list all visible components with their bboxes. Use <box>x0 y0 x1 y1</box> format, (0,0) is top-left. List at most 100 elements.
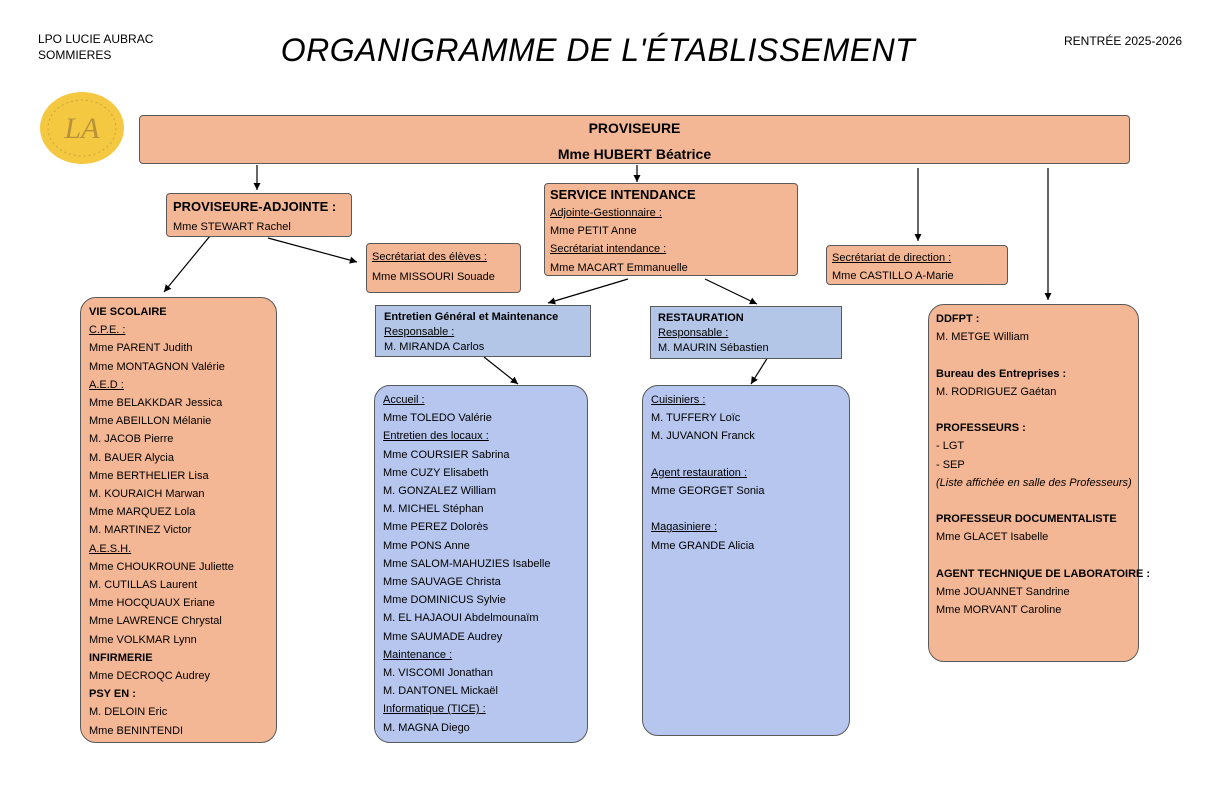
list-item: M. JUVANON Franck <box>651 430 755 443</box>
restauration-name: M. MAURIN Sébastien <box>658 342 769 354</box>
ddfpt-name: M. METGE William <box>936 331 1029 344</box>
entretien-header-box: Entretien Général et Maintenance Respons… <box>375 305 591 357</box>
list-item: M. GONZALEZ William <box>383 485 497 498</box>
cuisiniers-label: Cuisiniers : <box>651 394 706 406</box>
professeurs-label: PROFESSEURS : <box>936 422 1026 435</box>
school-year: RENTRÉE 2025-2026 <box>1064 34 1183 48</box>
list-item: Mme GRANDE Alicia <box>651 539 755 552</box>
bureau-name: M. RODRIGUEZ Gaétan <box>936 385 1057 398</box>
documentaliste-label: PROFESSEUR DOCUMENTALISTE <box>936 513 1117 526</box>
list-item: Mme BELAKKDAR Jessica <box>89 397 223 410</box>
sec-eleves-role: Secrétariat des élèves : <box>372 251 487 263</box>
aesh-label: A.E.S.H. <box>89 542 132 555</box>
list-item: M. BAUER Alycia <box>89 451 174 464</box>
list-item: Mme BERTHELIER Lisa <box>89 469 209 482</box>
school-logo: LA <box>40 92 124 164</box>
list-item: Mme SALOM-MAHUZIES Isabelle <box>383 557 551 570</box>
bureau-label: Bureau des Entreprises : <box>936 367 1067 380</box>
list-item: Mme MARQUEZ Lola <box>89 506 196 519</box>
school-town: SOMMIERES <box>38 48 112 62</box>
list-item: M. DELOIN Eric <box>89 706 168 719</box>
intendance-sub1: Adjointe-Gestionnaire : <box>550 207 662 219</box>
restauration-header-box: RESTAURATION Responsable : M. MAURIN Séb… <box>650 306 842 359</box>
magasin-label: Magasiniere : <box>651 521 718 534</box>
restauration-title: RESTAURATION <box>658 312 744 324</box>
list-item: M. EL HAJAOUI Abdelmounaïm <box>383 612 539 625</box>
list-item: Mme CHOUKROUNE Juliette <box>89 560 234 573</box>
adjointe-role: PROVISEURE-ADJOINTE : <box>173 199 337 214</box>
locaux-list: Mme COURSIER Sabrina Mme CUZY Elisabeth … <box>383 446 587 646</box>
restauration-list-box: Cuisiniers : M. TUFFERY Loïc M. JUVANON … <box>642 385 850 736</box>
sec-direction-name: Mme CASTILLO A-Marie <box>832 270 954 283</box>
proviseure-box: PROVISEURE Mme HUBERT Béatrice <box>139 115 1130 164</box>
list-item: M. MAGNA Diego <box>383 721 470 734</box>
list-item: Mme DECROQC Audrey <box>89 670 211 683</box>
entretien-title: Entretien Général et Maintenance <box>384 311 559 323</box>
list-item: Mme CUZY Elisabeth <box>383 466 489 479</box>
prof-note: (Liste affichée en salle des Professeurs… <box>936 476 1132 489</box>
entretien-name: M. MIRANDA Carlos <box>384 341 485 353</box>
ddfpt-box: DDFPT : M. METGE William Bureau des Entr… <box>928 304 1151 662</box>
sec-direction-role: Secrétariat de direction : <box>832 252 952 264</box>
list-item: Mme PARENT Judith <box>89 342 193 355</box>
svg-text:LA: LA <box>63 112 100 145</box>
logo-wreath-icon: LA <box>47 99 117 157</box>
list-item: M. MICHEL Stéphan <box>383 503 484 516</box>
secretariat-direction-box: Secrétariat de direction : Mme CASTILLO … <box>826 245 1008 285</box>
list-item: M. DANTONEL Mickaël <box>383 685 498 698</box>
vie-scolaire-title: VIE SCOLAIRE <box>89 306 167 318</box>
list-item: Mme GEORGET Sonia <box>651 485 765 498</box>
list-item: Mme MORVANT Caroline <box>936 604 1062 617</box>
prof-lgt: - LGT <box>936 440 965 453</box>
cpe-label: C.P.E. : <box>89 324 126 337</box>
intendance-box: SERVICE INTENDANCE Adjointe-Gestionnaire… <box>544 183 798 276</box>
aesh-list: Mme CHOUKROUNE Juliette M. CUTILLAS Laur… <box>89 558 276 649</box>
prof-sep: - SEP <box>936 458 965 471</box>
proviseure-adjointe-box: PROVISEURE-ADJOINTE : Mme STEWART Rachel <box>166 193 352 237</box>
list-item: M. CUTILLAS Laurent <box>89 579 198 592</box>
locaux-label: Entretien des locaux : <box>383 430 489 443</box>
list-item: Mme COURSIER Sabrina <box>383 448 510 461</box>
cpe-list: Mme PARENT Judith Mme MONTAGNON Valérie <box>89 339 276 375</box>
list-item: Mme ABEILLON Mélanie <box>89 415 212 428</box>
list-item: M. TUFFERY Loïc <box>651 412 741 425</box>
intendance-name2: Mme MACART Emmanuelle <box>550 261 688 274</box>
infirmerie-label: INFIRMERIE <box>89 651 153 664</box>
list-item: Mme MONTAGNON Valérie <box>89 360 225 373</box>
list-item: Mme PONS Anne <box>383 539 470 552</box>
list-item: Mme SAUVAGE Christa <box>383 576 501 589</box>
intendance-name1: Mme PETIT Anne <box>550 225 637 238</box>
psy-label: PSY EN : <box>89 688 136 701</box>
entretien-list-box: Accueil : Mme TOLEDO Valérie Entretien d… <box>374 385 588 743</box>
proviseure-role: PROVISEURE <box>588 120 681 136</box>
list-item: Mme DOMINICUS Sylvie <box>383 594 506 607</box>
aed-label: A.E.D : <box>89 378 124 391</box>
accueil-label: Accueil : <box>383 394 425 406</box>
list-item: Mme PEREZ Dolorès <box>383 521 489 534</box>
adjointe-name: Mme STEWART Rachel <box>173 221 291 233</box>
list-item: Mme SAUMADE Audrey <box>383 630 503 643</box>
list-item: Mme BENINTENDI <box>89 724 184 737</box>
ddfpt-label: DDFPT : <box>936 313 980 325</box>
agent-label: Agent restauration : <box>651 466 748 479</box>
restauration-sub: Responsable : <box>658 327 729 339</box>
list-item: M. MARTINEZ Victor <box>89 524 192 537</box>
list-item: M. KOURAICH Marwan <box>89 488 205 501</box>
list-item: Mme LAWRENCE Chrystal <box>89 615 222 628</box>
proviseure-name: Mme HUBERT Béatrice <box>557 146 712 162</box>
info-label: Informatique (TICE) : <box>383 703 486 716</box>
page-title: ORGANIGRAMME DE L'ÉTABLISSEMENT <box>280 32 916 68</box>
school-name-block: LPO LUCIE AUBRAC SOMMIERES <box>38 31 153 63</box>
list-item: Mme TOLEDO Valérie <box>383 412 492 425</box>
list-item: M. JACOB Pierre <box>89 433 174 446</box>
documentaliste-name: Mme GLACET Isabelle <box>936 531 1049 544</box>
school-name: LPO LUCIE AUBRAC <box>38 32 154 46</box>
list-item: Mme VOLKMAR Lynn <box>89 633 197 646</box>
entretien-sub: Responsable : <box>384 326 455 338</box>
aed-list: Mme BELAKKDAR Jessica Mme ABEILLON Mélan… <box>89 394 276 540</box>
intendance-title: SERVICE INTENDANCE <box>550 187 696 202</box>
sec-eleves-name: Mme MISSOURI Souade <box>372 271 495 284</box>
list-item: Mme JOUANNET Sandrine <box>936 586 1070 599</box>
labo-label: AGENT TECHNIQUE DE LABORATOIRE : <box>936 567 1151 580</box>
vie-scolaire-box: VIE SCOLAIRE C.P.E. : Mme PARENT Judith … <box>80 297 277 743</box>
